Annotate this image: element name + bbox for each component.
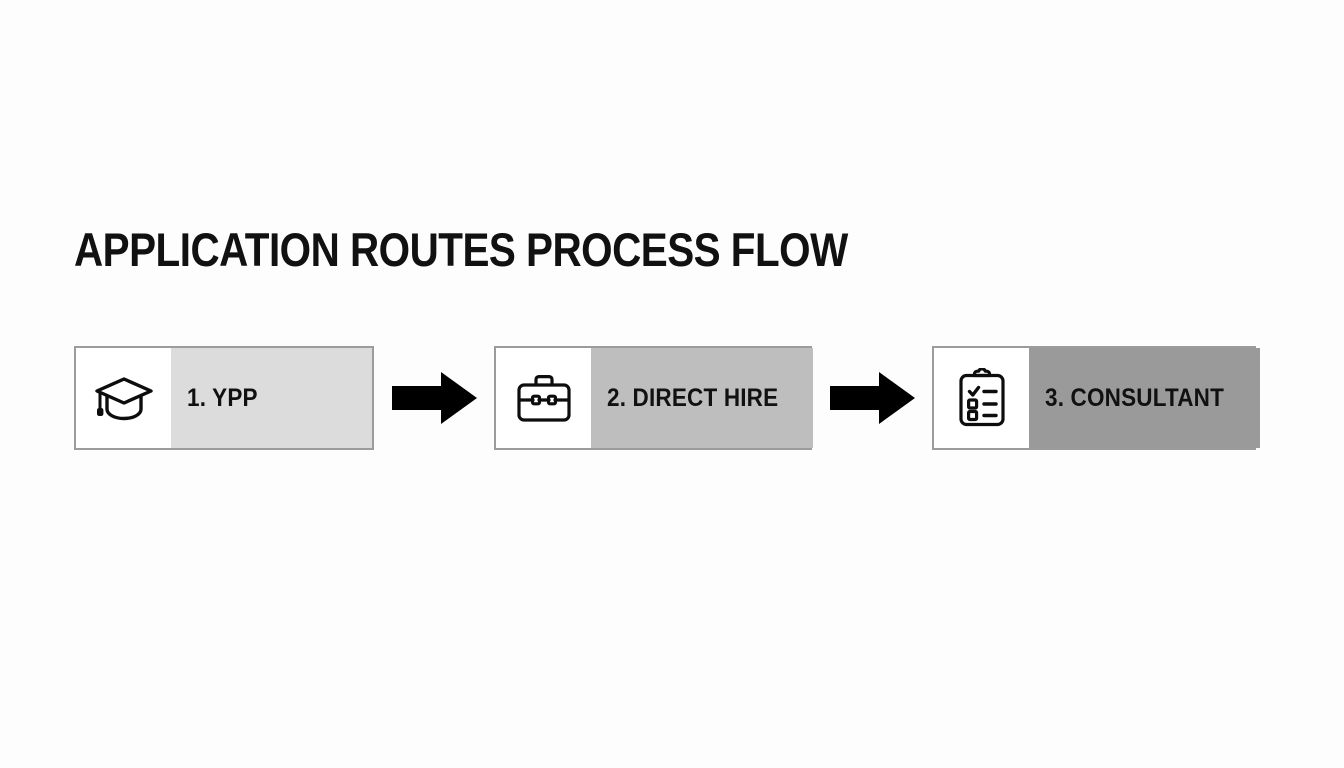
right-arrow-icon bbox=[812, 346, 932, 450]
briefcase-icon bbox=[516, 373, 572, 423]
flow-step-label-cell: 1. YPP bbox=[171, 348, 372, 448]
flow-step-label: 2. DIRECT HIRE bbox=[607, 384, 779, 412]
right-arrow-icon bbox=[374, 346, 494, 450]
process-flow-diagram: 1. YPP bbox=[74, 346, 1260, 450]
flow-step-label-cell: 3. CONSULTANT bbox=[1029, 348, 1260, 448]
flow-step-consultant[interactable]: 3. CONSULTANT bbox=[932, 346, 1260, 450]
flow-step-label-cell: 2. DIRECT HIRE bbox=[591, 348, 814, 448]
flow-step-label: 3. CONSULTANT bbox=[1045, 384, 1225, 412]
clipboard-checklist-icon bbox=[957, 368, 1007, 428]
flow-step-ypp[interactable]: 1. YPP bbox=[74, 346, 374, 450]
flow-step-icon-cell bbox=[76, 348, 171, 448]
flow-step-direct-hire[interactable]: 2. DIRECT HIRE bbox=[494, 346, 814, 450]
graduation-cap-icon bbox=[93, 373, 155, 423]
page-title: APPLICATION ROUTES PROCESS FLOW bbox=[74, 223, 848, 276]
flow-step-icon-cell bbox=[496, 348, 591, 448]
flow-step-label: 1. YPP bbox=[187, 384, 258, 412]
flow-step-icon-cell bbox=[934, 348, 1029, 448]
